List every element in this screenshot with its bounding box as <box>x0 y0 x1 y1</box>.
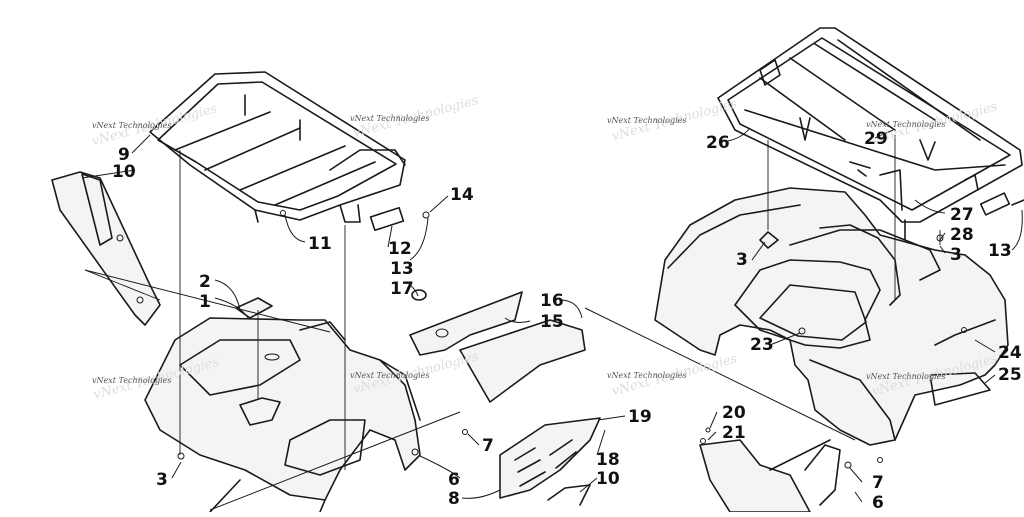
watermark-text: vNext Technologies <box>350 371 429 380</box>
callout-27: 27 <box>950 205 974 225</box>
watermark-text: vNext Technologies <box>866 372 945 381</box>
callout-13b: 13 <box>988 241 1012 261</box>
front-fender-left-part <box>52 172 160 325</box>
callout-3b: 3 <box>736 250 748 270</box>
watermark-text: vNext Technologies <box>866 120 945 129</box>
callout-26: 26 <box>706 133 730 153</box>
callout-7: 7 <box>482 436 494 456</box>
callout-12: 12 <box>388 239 412 259</box>
callout-3c: 3 <box>950 245 962 265</box>
callout-28: 28 <box>950 225 974 245</box>
callout-10: 10 <box>112 162 136 182</box>
callout-13: 13 <box>390 259 414 279</box>
watermark-text: vNext Technologies <box>92 121 171 130</box>
callout-6: 6 <box>448 470 460 490</box>
callout-6b: 6 <box>872 493 884 512</box>
callout-3: 3 <box>156 470 168 490</box>
callout-15: 15 <box>540 312 564 332</box>
callout-17: 17 <box>390 279 414 299</box>
callout-7b: 7 <box>872 473 884 493</box>
watermark-text: vNext Technologies <box>350 114 429 123</box>
center-panel <box>500 418 600 505</box>
front-fender-body <box>145 298 420 512</box>
callout-21: 21 <box>722 423 746 443</box>
callout-2: 2 <box>199 272 211 292</box>
callout-29: 29 <box>864 129 888 149</box>
watermark-text: vNext Technologies <box>607 371 686 380</box>
callout-8: 8 <box>448 489 460 509</box>
callout-20: 20 <box>722 403 746 423</box>
callout-25: 25 <box>998 365 1022 385</box>
callout-10b: 10 <box>596 469 620 489</box>
watermark-text: vNext Technologies <box>92 376 171 385</box>
callout-18: 18 <box>596 450 620 470</box>
callout-14: 14 <box>450 185 474 205</box>
callout-19: 19 <box>628 407 652 427</box>
callout-1: 1 <box>199 292 211 312</box>
callout-11: 11 <box>308 234 332 254</box>
callout-23: 23 <box>750 335 774 355</box>
callout-16: 16 <box>540 291 564 311</box>
front-rack-assembly <box>150 72 405 222</box>
watermark-text: vNext Technologies <box>607 116 686 125</box>
rear-lower-body <box>700 440 840 512</box>
callout-24: 24 <box>998 343 1022 363</box>
